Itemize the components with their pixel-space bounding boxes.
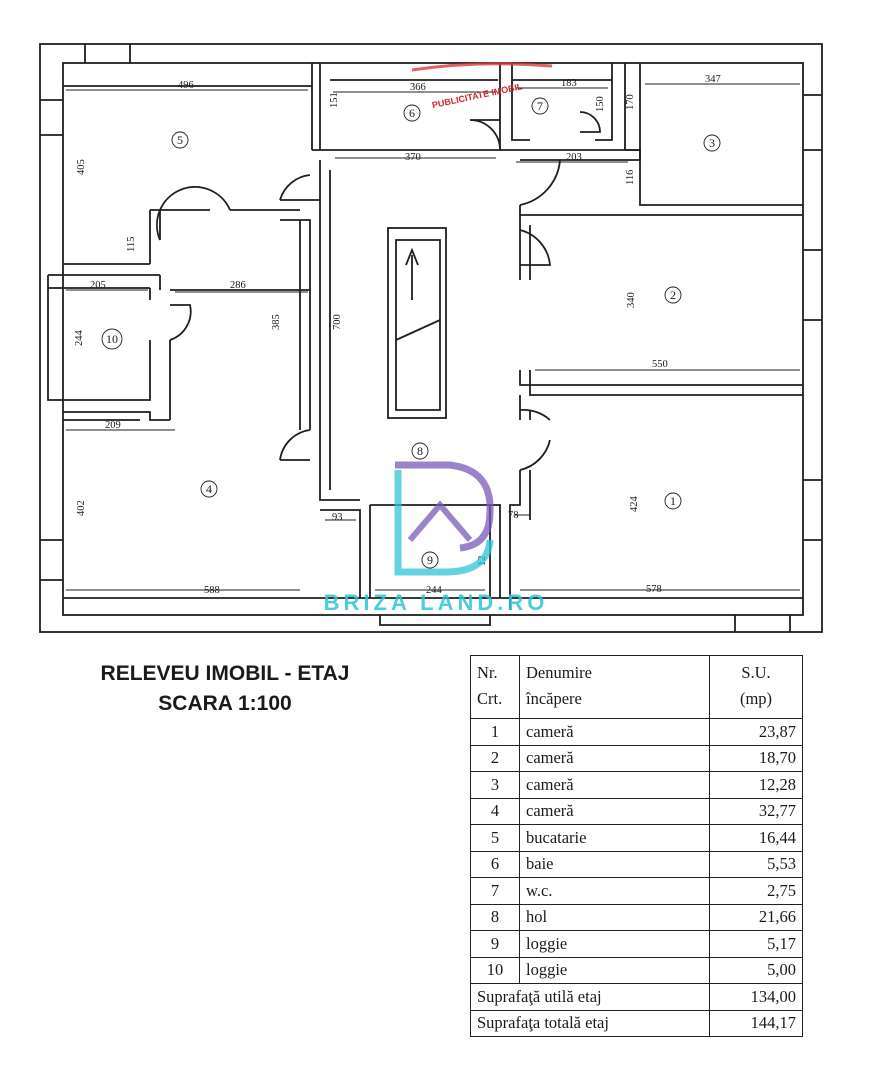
dim-151: 151 (329, 92, 340, 108)
wall-corridor (319, 149, 641, 501)
dim-183: 183 (561, 78, 577, 89)
dim-115: 115 (126, 237, 137, 252)
wall-room-10 (47, 274, 160, 401)
room-label-10: 10 (101, 328, 123, 350)
svg-text:3: 3 (709, 136, 715, 150)
wall-room-5 (63, 63, 320, 265)
dim-203: 203 (566, 152, 582, 163)
plan-title: RELEVEU IMOBIL - ETAJ (100, 662, 350, 685)
svg-text:10: 10 (106, 332, 118, 346)
dim-150: 150 (595, 96, 606, 112)
wall-room-2 (519, 215, 803, 396)
room-label-3: 3 (703, 134, 721, 152)
col-su: S.U.(mp) (709, 655, 803, 719)
svg-text:4: 4 (206, 482, 212, 496)
wall-room-7 (511, 63, 626, 150)
dim-93: 93 (332, 512, 343, 523)
dim-340: 340 (626, 292, 637, 308)
watermark-logo: BRIZA LAND.RO (324, 461, 549, 615)
svg-text:8: 8 (417, 444, 423, 458)
red-stamp: PUBLICITATE IMOBIL (411, 62, 553, 110)
dim-244b: 244 (426, 585, 443, 596)
dim-550: 550 (652, 359, 668, 370)
room-label-9: 9 (421, 551, 439, 569)
svg-text:7: 7 (537, 99, 543, 113)
dim-402: 402 (76, 500, 87, 516)
dim-405: 405 (76, 159, 87, 175)
watermark-text: BRIZA LAND.RO (324, 590, 549, 615)
room-label-8: 8 (411, 442, 429, 460)
wall-room-4 (63, 209, 311, 430)
wall-bottom (63, 504, 803, 626)
room-label-2: 2 (664, 286, 682, 304)
dim-578: 578 (646, 584, 662, 595)
wall-room-6 (319, 63, 501, 151)
dim-116: 116 (625, 170, 636, 185)
dim-496: 496 (178, 80, 194, 91)
svg-text:1: 1 (670, 494, 676, 508)
svg-text:9: 9 (427, 553, 433, 567)
dim-170: 170 (625, 94, 636, 110)
svg-text:6: 6 (409, 106, 415, 120)
dim-286: 286 (230, 280, 246, 291)
svg-text:PUBLICITATE IMOBIL: PUBLICITATE IMOBIL (431, 81, 524, 110)
svg-text:5: 5 (177, 133, 183, 147)
room-label-5: 5 (171, 131, 189, 149)
col-nr: Nr.Crt. (470, 655, 520, 719)
dim-385: 385 (271, 314, 282, 330)
dim-347: 347 (705, 74, 721, 85)
dim-700: 700 (332, 314, 343, 330)
dim-424: 424 (629, 496, 640, 513)
svg-text:2: 2 (670, 288, 676, 302)
windows (40, 44, 822, 632)
room-label-6: 6 (403, 104, 421, 122)
inner-outer-wall (62, 62, 804, 616)
outer-wall (39, 43, 823, 633)
dim-78: 78 (508, 510, 519, 521)
dim-588: 588 (204, 585, 220, 596)
wall-room-1 (509, 395, 531, 610)
dim-209: 209 (105, 420, 121, 431)
stairs-detail (395, 239, 441, 411)
plan-scale: SCARA 1:100 (158, 692, 292, 715)
dim-205: 205 (90, 280, 106, 291)
dim-244a: 244 (74, 330, 85, 347)
dim-370: 370 (405, 152, 421, 163)
stairs (387, 227, 447, 419)
room-label-4: 4 (200, 480, 218, 498)
room-label-7: 7 (531, 97, 549, 115)
dimension-lines (66, 83, 800, 591)
room-label-1: 1 (664, 492, 682, 510)
dim-366: 366 (410, 82, 426, 93)
door-arcs (156, 111, 601, 471)
floor-plan: 496 366 151 183 150 170 347 370 203 116 … (39, 43, 823, 633)
